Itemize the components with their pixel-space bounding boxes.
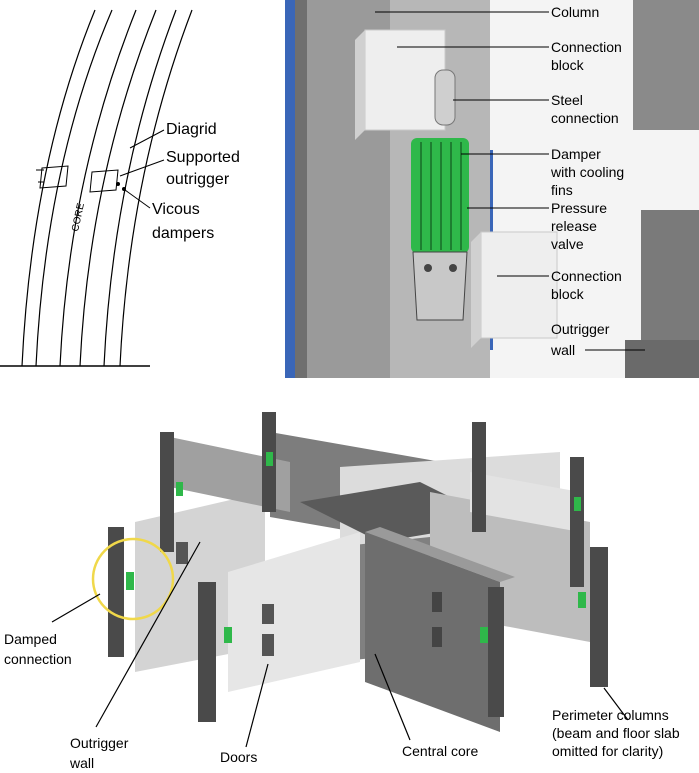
damper-detail: Column Connection block Steel connection…: [285, 0, 699, 378]
perimeter-column-2: [160, 432, 174, 552]
door-3: [432, 592, 442, 612]
clevis-bottom: [412, 251, 468, 321]
tower-outline-right-inner: [103, 9, 177, 367]
damper-label-3: fins: [551, 182, 573, 198]
pin-right: [449, 264, 457, 272]
isometric-outrigger-panel: Damped connection Outrigger wall Doors C…: [0, 382, 699, 773]
vicous-leader: [124, 189, 151, 209]
connection-block-bottom-side: [471, 232, 481, 348]
perimeter-column-8: [590, 547, 608, 687]
connection-block-bottom-label-1: Connection: [551, 268, 622, 284]
connection-block-top: [364, 29, 446, 131]
outrigger-left: [36, 165, 69, 189]
pressure-label-1: Pressure: [551, 200, 607, 216]
right-block-top: [633, 0, 699, 130]
outrigger-wall-label-1: Outrigger: [70, 735, 129, 751]
core-label: CORE: [70, 202, 87, 233]
pressure-label-2: release: [551, 218, 597, 234]
perimeter-leader: [603, 687, 629, 721]
column-label: Column: [551, 4, 599, 20]
perimeter-column-5: [472, 422, 486, 532]
central-core-leader: [374, 653, 411, 741]
connection-block-bottom: [480, 231, 558, 339]
door-1: [262, 604, 274, 624]
outrigger-wall-front-right-top: [365, 527, 515, 582]
steel-label-1: Steel: [551, 92, 583, 108]
perimeter-label-1: Perimeter columns: [552, 707, 669, 723]
doors-label: Doors: [220, 749, 257, 765]
door-2: [262, 634, 274, 656]
damper-6: [578, 592, 586, 608]
damper-4: [266, 452, 273, 466]
perimeter-column-1: [108, 527, 124, 657]
outrigger-wall-label-2: wall: [69, 755, 94, 771]
vicous-label-1: Vicous: [152, 201, 200, 218]
damper-label-2: with cooling: [550, 164, 624, 180]
damper-cylinder: [411, 138, 469, 253]
perimeter-column-7: [488, 587, 504, 717]
outrigger-label-2: wall: [550, 342, 575, 358]
pin-left: [424, 264, 432, 272]
outrigger-wall-back-right: [470, 472, 580, 532]
perimeter-label-2: (beam and floor slab: [552, 725, 680, 741]
damper-1: [126, 572, 134, 590]
damper-detail-panel: Column Connection block Steel connection…: [285, 0, 699, 378]
damped-connection-highlight: [91, 537, 175, 621]
central-core-label: Central core: [402, 743, 478, 759]
damped-label-2: connection: [4, 651, 72, 667]
damper-label-1: Damper: [551, 146, 601, 162]
vicous-label-2: dampers: [152, 225, 214, 242]
steel-connection-shape: [434, 69, 456, 126]
door-4: [432, 627, 442, 647]
pressure-label-3: valve: [551, 236, 584, 252]
damped-leader: [51, 593, 101, 623]
damper-3: [176, 482, 183, 496]
tower-outline-left-inner: [35, 9, 113, 367]
damper-5: [574, 497, 581, 511]
damped-label-1: Damped: [4, 631, 57, 647]
perimeter-column-6: [570, 457, 584, 587]
tower-sketch: CORE Diagrid Supported outrigger Vicous …: [0, 9, 240, 367]
diagrid-label: Diagrid: [166, 121, 217, 138]
right-block-base: [625, 340, 699, 378]
tower-sketch-panel: CORE Diagrid Supported outrigger Vicous …: [0, 0, 282, 372]
connection-block-top-label-2: block: [551, 57, 585, 73]
column-side: [295, 0, 307, 378]
connection-block-bottom-label-2: block: [551, 286, 585, 302]
connection-block-top-side: [355, 30, 365, 140]
damper-2: [224, 627, 232, 643]
tower-outline-right: [119, 9, 193, 367]
diagrid-leader: [129, 129, 165, 149]
door-5: [176, 542, 188, 564]
core-line-right: [79, 9, 157, 367]
outrigger-wall-leader: [95, 541, 201, 728]
perimeter-label-3: omitted for clarity): [552, 743, 663, 759]
outrigger-right: [89, 169, 126, 193]
outrigger-wall-front-left: [228, 532, 360, 692]
connection-block-top-label-1: Connection: [551, 39, 622, 55]
supported-label-1: Supported: [166, 149, 240, 166]
isometric-outrigger-diagram: Damped connection Outrigger wall Doors C…: [4, 412, 680, 771]
core-line-left: [59, 9, 137, 367]
outrigger-wall-back-left: [170, 437, 290, 512]
supported-label-2: outrigger: [166, 171, 230, 188]
supported-leader: [119, 159, 165, 177]
perimeter-column-3: [198, 582, 216, 722]
outrigger-label-1: Outrigger: [551, 321, 610, 337]
doors-leader: [245, 663, 269, 748]
steel-label-2: connection: [551, 110, 619, 126]
damper-7: [480, 627, 488, 643]
